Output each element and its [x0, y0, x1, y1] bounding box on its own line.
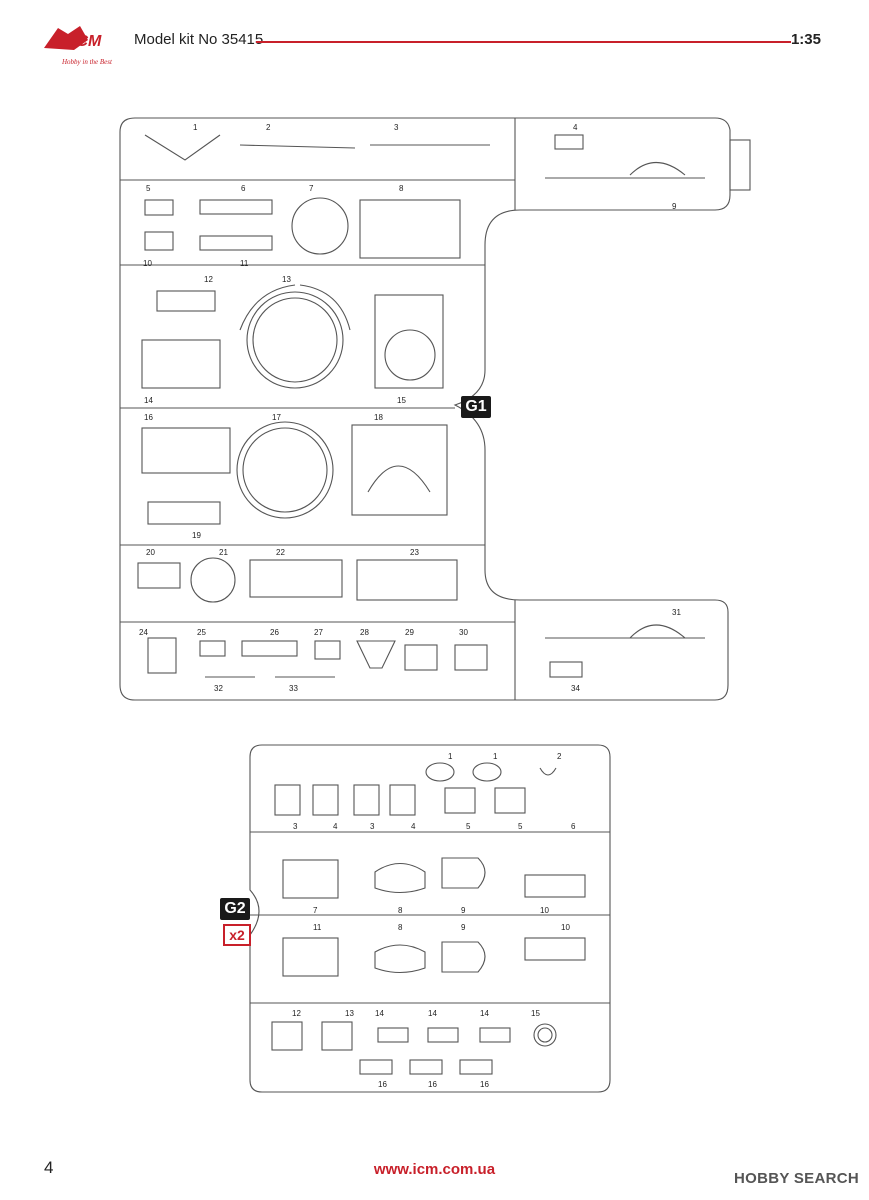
g1-part-num: 30: [459, 628, 468, 637]
sprue-g1-frame: [119, 117, 731, 701]
g2-part-num: 3: [293, 822, 298, 831]
g1-part-num: 15: [397, 396, 406, 405]
g1-part-num: 27: [314, 628, 323, 637]
g2-part-num: 10: [540, 906, 549, 915]
header-rule: [256, 41, 791, 43]
g1-part-num: 20: [146, 548, 155, 557]
slogan-text: Hobby in the Best: [61, 58, 113, 66]
g1-part-num: 14: [144, 396, 153, 405]
g1-part-num: 11: [240, 259, 249, 268]
g2-part-num: 11: [313, 923, 322, 932]
g2-part-num: 5: [466, 822, 471, 831]
scale-label: 1:35: [790, 31, 821, 48]
sprue-g1-label: G1: [461, 396, 491, 418]
sprue-g2-qty: x2: [223, 924, 251, 946]
g1-part-num: 34: [571, 684, 580, 693]
g2-part-num: 1: [493, 752, 498, 761]
g2-part-num: 16: [378, 1080, 387, 1089]
g1-part-num: 4: [573, 123, 578, 132]
brand-text: ICM: [72, 33, 102, 50]
g2-part-num: 2: [557, 752, 562, 761]
g1-part-num: 28: [360, 628, 369, 637]
g1-part-num: 19: [192, 531, 201, 540]
watermark: HOBBY SEARCH: [733, 1170, 859, 1187]
g1-part-num: 29: [405, 628, 414, 637]
g2-part-num: 14: [375, 1009, 384, 1018]
g2-part-num: 16: [428, 1080, 437, 1089]
g1-part-num: 2: [266, 123, 271, 132]
g1-part-num: 10: [143, 259, 152, 268]
g2-part-num: 10: [561, 923, 570, 932]
g1-part-num: 1: [193, 123, 198, 132]
g2-part-num: 9: [461, 923, 466, 932]
g2-part-num: 3: [370, 822, 375, 831]
g1-part-num: 7: [309, 184, 314, 193]
g1-part-num: 17: [272, 413, 281, 422]
g1-part-num: 16: [144, 413, 153, 422]
g1-part-num: 5: [146, 184, 151, 193]
g1-part-num: 9: [672, 202, 677, 211]
g1-part-num: 33: [289, 684, 298, 693]
g2-part-num: 15: [531, 1009, 540, 1018]
g1-part-numbers: 1 2 3 4 5 6 7 8 9 10 11 12 13 14 15 16 1…: [139, 123, 681, 693]
g2-part-num: 1: [448, 752, 453, 761]
g2-part-numbers: 1 1 2 3 4 3 4 5 5 6 7 8 8 9 9 10 10 11 1…: [292, 752, 576, 1089]
icm-logo: ICM Hobby in the Best: [44, 26, 113, 66]
g1-part-num: 32: [214, 684, 223, 693]
g2-part-num: 16: [480, 1080, 489, 1089]
page-number: 4: [44, 1158, 54, 1177]
g1-part-num: 26: [270, 628, 279, 637]
g1-part-num: 12: [204, 275, 213, 284]
g2-part-num: 8: [398, 923, 403, 932]
sprue-g2-label: G2: [220, 898, 250, 920]
sprue-g2-frame: [249, 744, 611, 1093]
g2-part-num: 14: [428, 1009, 437, 1018]
g2-part-num: 8: [398, 906, 403, 915]
g2-part-num: 12: [292, 1009, 301, 1018]
g1-part-num: 23: [410, 548, 419, 557]
page-header: ICM Hobby in the Best Model kit No 35415…: [0, 0, 869, 70]
g1-part-num: 22: [276, 548, 285, 557]
g1-part-num: 6: [241, 184, 246, 193]
g1-part-num: 8: [399, 184, 404, 193]
g2-part-num: 13: [345, 1009, 354, 1018]
g1-part-num: 25: [197, 628, 206, 637]
g1-part-num: 24: [139, 628, 148, 637]
g2-part-num: 6: [571, 822, 576, 831]
g2-part-num: 4: [333, 822, 338, 831]
g1-part-num: 18: [374, 413, 383, 422]
g1-part-num: 21: [219, 548, 228, 557]
g1-part-num: 31: [672, 608, 681, 617]
g2-part-num: 9: [461, 906, 466, 915]
g2-part-num: 5: [518, 822, 523, 831]
website-link[interactable]: www.icm.com.ua: [373, 1161, 496, 1178]
g1-part-num: 3: [394, 123, 399, 132]
model-number: Model kit No 35415: [134, 31, 264, 48]
g2-part-num: 4: [411, 822, 416, 831]
g2-part-num: 7: [313, 906, 318, 915]
g2-part-num: 14: [480, 1009, 489, 1018]
g1-part-num: 13: [282, 275, 291, 284]
